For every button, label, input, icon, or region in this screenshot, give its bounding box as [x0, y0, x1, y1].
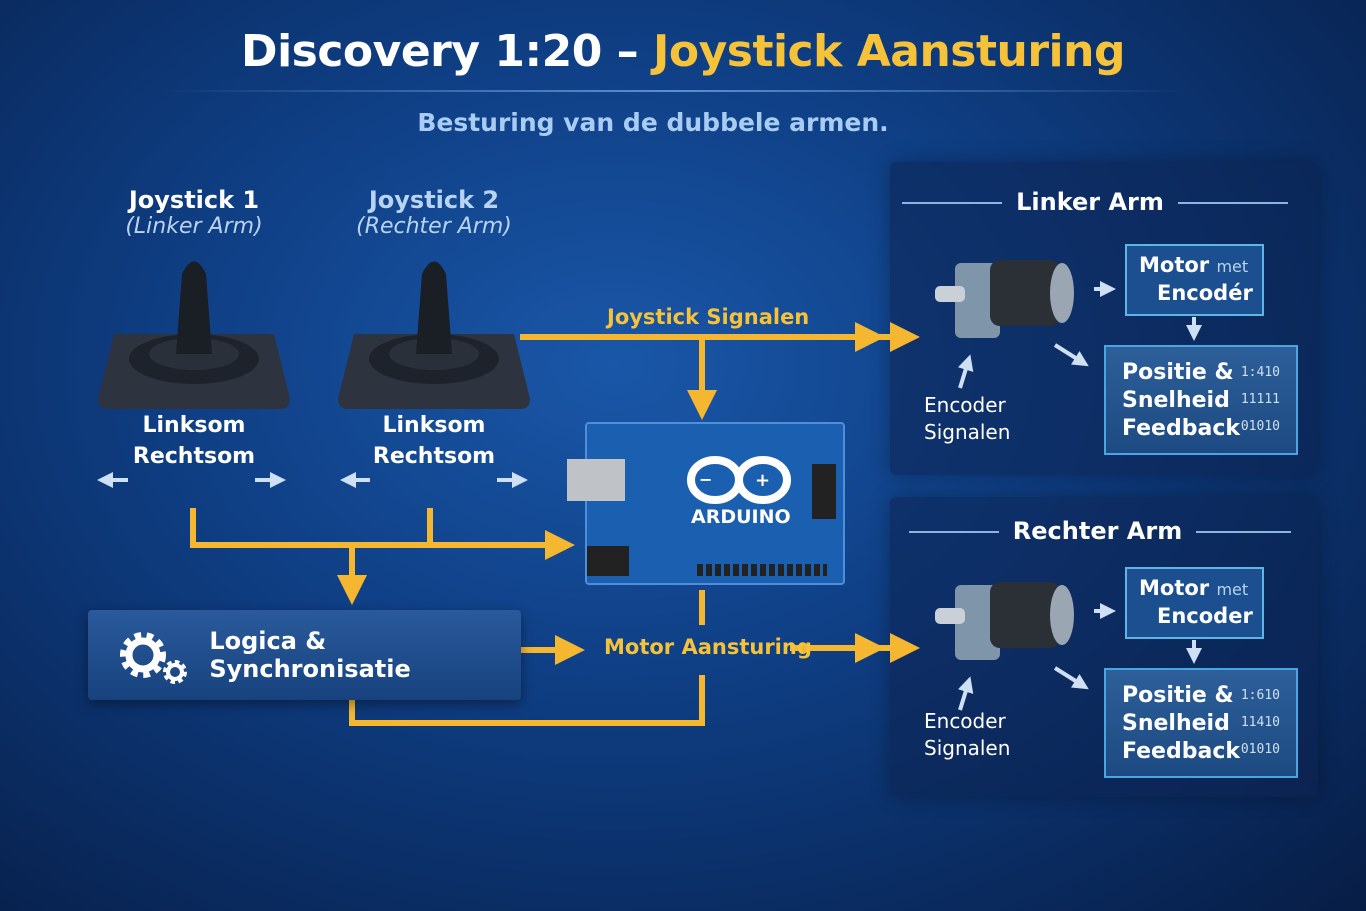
joystick-1-dir-left: Linksom	[142, 413, 246, 438]
rechter-arm-title-text: Rechter Arm	[1012, 517, 1183, 545]
joystick-1-subtitle: (Linker Arm)	[125, 214, 263, 239]
motor-icon	[935, 582, 1074, 660]
gears-icon	[120, 632, 187, 684]
encoder-label: Encodér	[1157, 281, 1253, 305]
title-highlight: Joystick Aansturing	[652, 26, 1125, 77]
linker-arm-title-text: Linker Arm	[1016, 188, 1164, 216]
motor-label: Motor	[1139, 576, 1210, 600]
joystick-2: Joystick 2 (Rechter Arm) Linksom Rechtso…	[334, 186, 534, 469]
joystick-signals-label: Joystick Signalen	[607, 305, 810, 329]
rechter-arm-title: Rechter Arm	[890, 517, 1310, 545]
joystick-icon	[98, 261, 290, 409]
title-divider	[160, 90, 1190, 92]
feedback-line: Positie &	[1122, 360, 1234, 385]
encoder-label: Encoder	[1157, 604, 1253, 628]
arduino-board: −+ ARDUINO	[567, 422, 845, 585]
power-jack	[587, 546, 629, 576]
title-main: Discovery 1:20 –	[241, 26, 639, 77]
motor-icon	[935, 260, 1074, 338]
bits-line: 11111	[1240, 392, 1280, 407]
bits-line: 01010	[1240, 742, 1280, 757]
bits-line: 01010	[1240, 419, 1280, 434]
joystick-2-dir-left: Linksom	[382, 413, 486, 438]
joystick-2-title: Joystick 2	[368, 186, 500, 214]
joystick-2-subtitle: (Rechter Arm)	[356, 214, 512, 239]
logic-label: Logica & Synchronisatie	[209, 627, 411, 683]
encoder-signals-line: Encoder	[924, 709, 1006, 733]
encoder-signals-line: Encoder	[924, 393, 1006, 417]
encoder-signals-line: Signalen	[924, 736, 1011, 760]
feedback-line: Snelheid	[1122, 388, 1230, 413]
joystick-1-dir-right: Rechtsom	[132, 444, 256, 469]
met-label: met	[1216, 257, 1249, 276]
joystick-2-dir-right: Rechtsom	[372, 444, 496, 469]
joystick-1-title: Joystick 1	[128, 186, 260, 214]
bits-line: 1:610	[1240, 688, 1280, 703]
logic-sync-block: Logica & Synchronisatie	[88, 610, 521, 700]
encoder-signals-line: Signalen	[924, 420, 1011, 444]
joystick-icon	[338, 261, 530, 409]
arduino-infinity-logo: −+	[687, 456, 791, 504]
feedback-line: Positie &	[1122, 683, 1234, 708]
feedback-line: Feedback	[1122, 739, 1240, 764]
bits-line: 11410	[1240, 715, 1280, 730]
svg-text:+: +	[755, 470, 770, 491]
bits-line: 1:410	[1240, 365, 1280, 380]
io-pins	[697, 564, 827, 576]
subtitle: Besturing van de dubbele armen.	[417, 108, 889, 137]
motor-control-label: Motor Aansturing	[604, 635, 812, 659]
usb-port	[567, 459, 625, 501]
feedback-line: Feedback	[1122, 416, 1240, 441]
linker-arm-title: Linker Arm	[890, 188, 1300, 216]
joystick-1: Joystick 1 (Linker Arm) Linksom Rechtsom	[94, 186, 294, 469]
met-label: met	[1216, 580, 1249, 599]
header-pins	[812, 464, 836, 519]
svg-text:−: −	[699, 470, 712, 489]
arduino-label: ARDUINO	[691, 506, 791, 528]
feedback-line: Snelheid	[1122, 711, 1230, 736]
motor-label: Motor	[1139, 253, 1210, 277]
page-title: Discovery 1:20 – Joystick Aansturing	[0, 26, 1366, 77]
